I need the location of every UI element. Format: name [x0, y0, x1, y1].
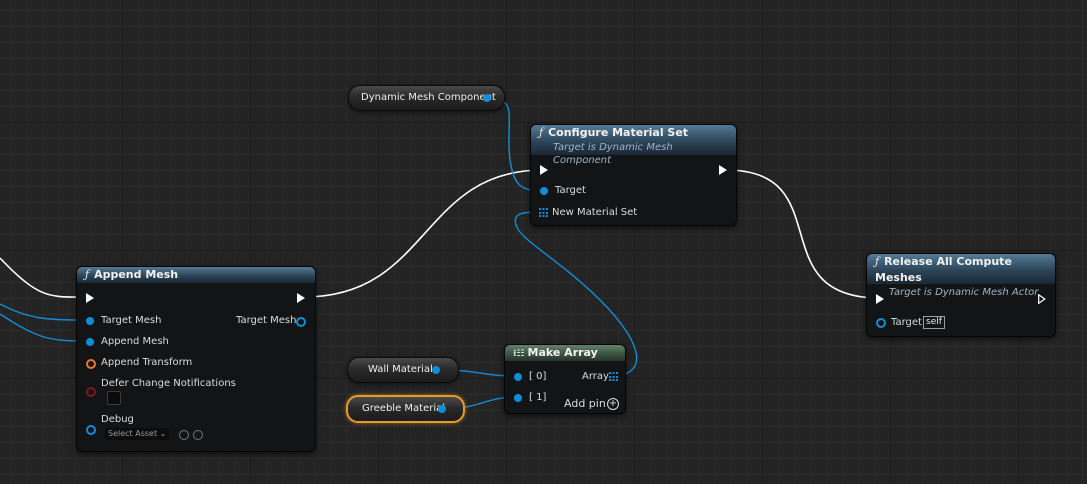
item0-label: [ 0] — [529, 371, 547, 382]
exec-in-pin[interactable] — [86, 293, 94, 303]
append-mesh-label: Append Mesh — [101, 336, 169, 347]
append-transform-label: Append Transform — [101, 357, 193, 368]
node-header: ƒ Append Mesh — [77, 267, 315, 283]
exec-in-pin[interactable] — [876, 294, 884, 304]
item1-label: [ 1] — [529, 392, 547, 403]
node-header: ƒ Configure Material Set Target is Dynami… — [531, 125, 736, 166]
target-pin[interactable] — [540, 187, 548, 195]
debug-label: Debug — [101, 414, 134, 425]
target-mesh-out-pin[interactable] — [296, 317, 306, 327]
add-pin-label[interactable]: Add pin — [564, 397, 606, 410]
append-mesh-pin[interactable] — [86, 338, 94, 346]
exec-wire-append-to-configure — [303, 169, 544, 298]
node-subtitle: Target is Dynamic Mesh Component — [553, 142, 673, 166]
variable-label: Greeble Material — [362, 403, 446, 414]
wall-material-variable[interactable]: Wall Material — [347, 357, 459, 383]
node-header: ⁝☷Make Array — [505, 345, 625, 361]
exec-out-pin[interactable] — [297, 293, 305, 303]
target-pin[interactable] — [876, 318, 886, 328]
dynamic-mesh-component-variable[interactable]: Dynamic Mesh Component — [348, 85, 505, 111]
exec-wire-configure-to-release — [725, 169, 881, 299]
node-title: Append Mesh — [94, 268, 179, 281]
greeble-material-variable[interactable]: Greeble Material — [346, 395, 465, 423]
search-icon[interactable] — [193, 430, 203, 440]
new-material-set-label: New Material Set — [552, 207, 638, 218]
defer-change-notifications-label: Defer Change Notifications — [101, 378, 236, 389]
array-out-pin[interactable] — [609, 372, 618, 381]
browse-back-icon[interactable] — [179, 430, 189, 440]
node-title: Release All Compute Meshes — [875, 255, 1012, 284]
asset-picker-placeholder: Select Asset — [108, 429, 158, 438]
add-pin-icon[interactable]: + — [607, 398, 619, 410]
defer-change-notifications-checkbox[interactable] — [107, 391, 121, 405]
item0-pin[interactable] — [514, 373, 522, 381]
item1-pin[interactable] — [514, 394, 522, 402]
node-subtitle: Target is Dynamic Mesh Actor — [889, 287, 1039, 298]
node-title: Configure Material Set — [548, 126, 689, 139]
variable-label: Wall Material — [368, 364, 433, 375]
output-pin[interactable] — [438, 405, 446, 413]
output-pin[interactable] — [432, 366, 440, 374]
chevron-down-icon: ⌄ — [159, 429, 167, 438]
make-array-node[interactable]: ⁝☷Make Array [ 0] Array [ 1] Add pin + — [504, 344, 626, 414]
output-pin[interactable] — [483, 94, 491, 102]
defer-change-notifications-pin[interactable] — [86, 387, 96, 397]
array-out-label: Array — [582, 371, 609, 382]
target-label: Target — [555, 185, 586, 196]
material-set-array-pin[interactable] — [539, 208, 548, 217]
exec-wire-in-to-append-mesh — [0, 257, 89, 298]
debug-asset-picker[interactable]: Select Asset ⌄ — [105, 428, 170, 440]
target-mesh-out-label: Target Mesh — [236, 315, 297, 326]
function-icon: ƒ — [875, 255, 880, 268]
target-mesh-in-label: Target Mesh — [101, 315, 162, 326]
exec-in-pin[interactable] — [540, 165, 548, 175]
function-icon: ƒ — [85, 268, 90, 281]
append-transform-pin[interactable] — [86, 359, 96, 369]
target-mesh-in-pin[interactable] — [86, 317, 94, 325]
node-title: Make Array — [527, 346, 598, 359]
variable-label: Dynamic Mesh Component — [361, 92, 496, 103]
exec-out-pin[interactable] — [1038, 294, 1046, 304]
function-icon: ƒ — [539, 126, 544, 139]
array-icon: ⁝☷ — [513, 349, 525, 359]
target-label: Target — [891, 317, 922, 328]
target-default-value[interactable]: self — [923, 316, 945, 329]
debug-pin[interactable] — [86, 425, 96, 435]
configure-material-set-node[interactable]: ƒ Configure Material Set Target is Dynami… — [530, 124, 737, 226]
exec-out-pin[interactable] — [719, 165, 727, 175]
